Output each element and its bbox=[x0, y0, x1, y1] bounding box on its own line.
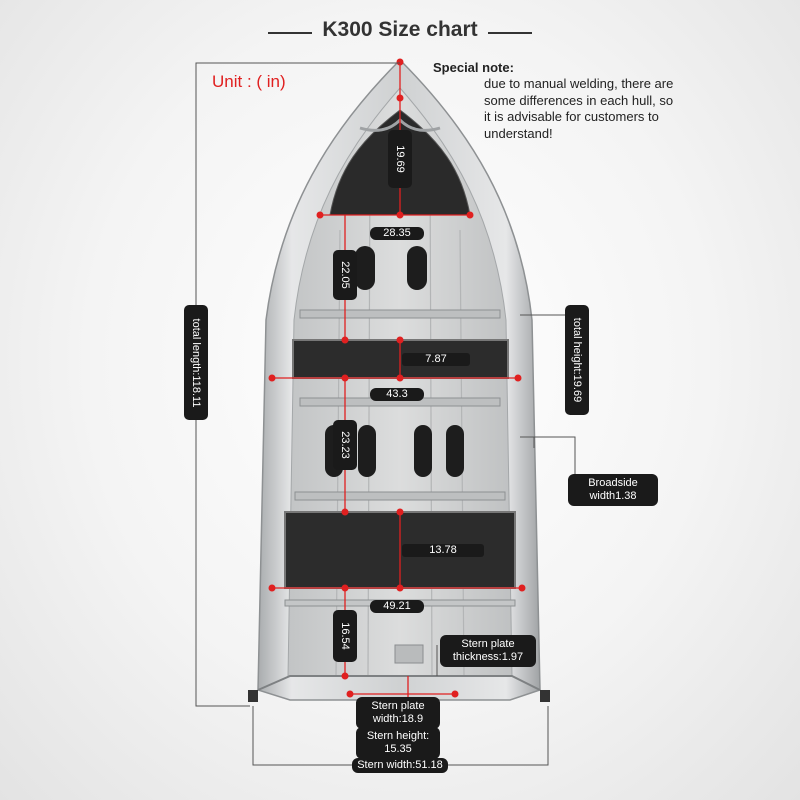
title-rule-left bbox=[268, 32, 312, 34]
seat1-depth-label: 7.87 bbox=[402, 353, 470, 366]
mid-width-label: 43.3 bbox=[370, 388, 424, 401]
stern-plate-thickness-label: Stern plate thickness:1.97 bbox=[440, 635, 536, 667]
title-rule-right bbox=[488, 32, 532, 34]
unit-label: Unit : ( in) bbox=[212, 72, 286, 91]
special-note-text: due to manual welding, there are some di… bbox=[484, 76, 674, 141]
bow-width-label: 28.35 bbox=[370, 227, 424, 240]
mid-length-label: 23.23 bbox=[333, 420, 357, 470]
broadside-width-label: Broadside width1.38 bbox=[568, 474, 658, 506]
stern-height-label: Stern height: 15.35 bbox=[356, 727, 440, 759]
total-length-label: total length:118.11 bbox=[184, 305, 208, 420]
page-title: K300 Size chart bbox=[322, 18, 478, 41]
stern-plate-width-label: Stern plate width:18.9 bbox=[356, 697, 440, 729]
stern-width-label: Stern width:51.18 bbox=[352, 758, 448, 773]
rear-length-label: 16.54 bbox=[333, 610, 357, 662]
special-note-heading: Special note: bbox=[433, 60, 514, 75]
bow-deck-length-label: 19.69 bbox=[388, 130, 412, 188]
total-height-label: total height:19.69 bbox=[565, 305, 589, 415]
seat2-depth-label: 13.78 bbox=[402, 544, 484, 557]
front-length-label: 22.05 bbox=[333, 250, 357, 300]
rear-width-label: 49.21 bbox=[370, 600, 424, 613]
